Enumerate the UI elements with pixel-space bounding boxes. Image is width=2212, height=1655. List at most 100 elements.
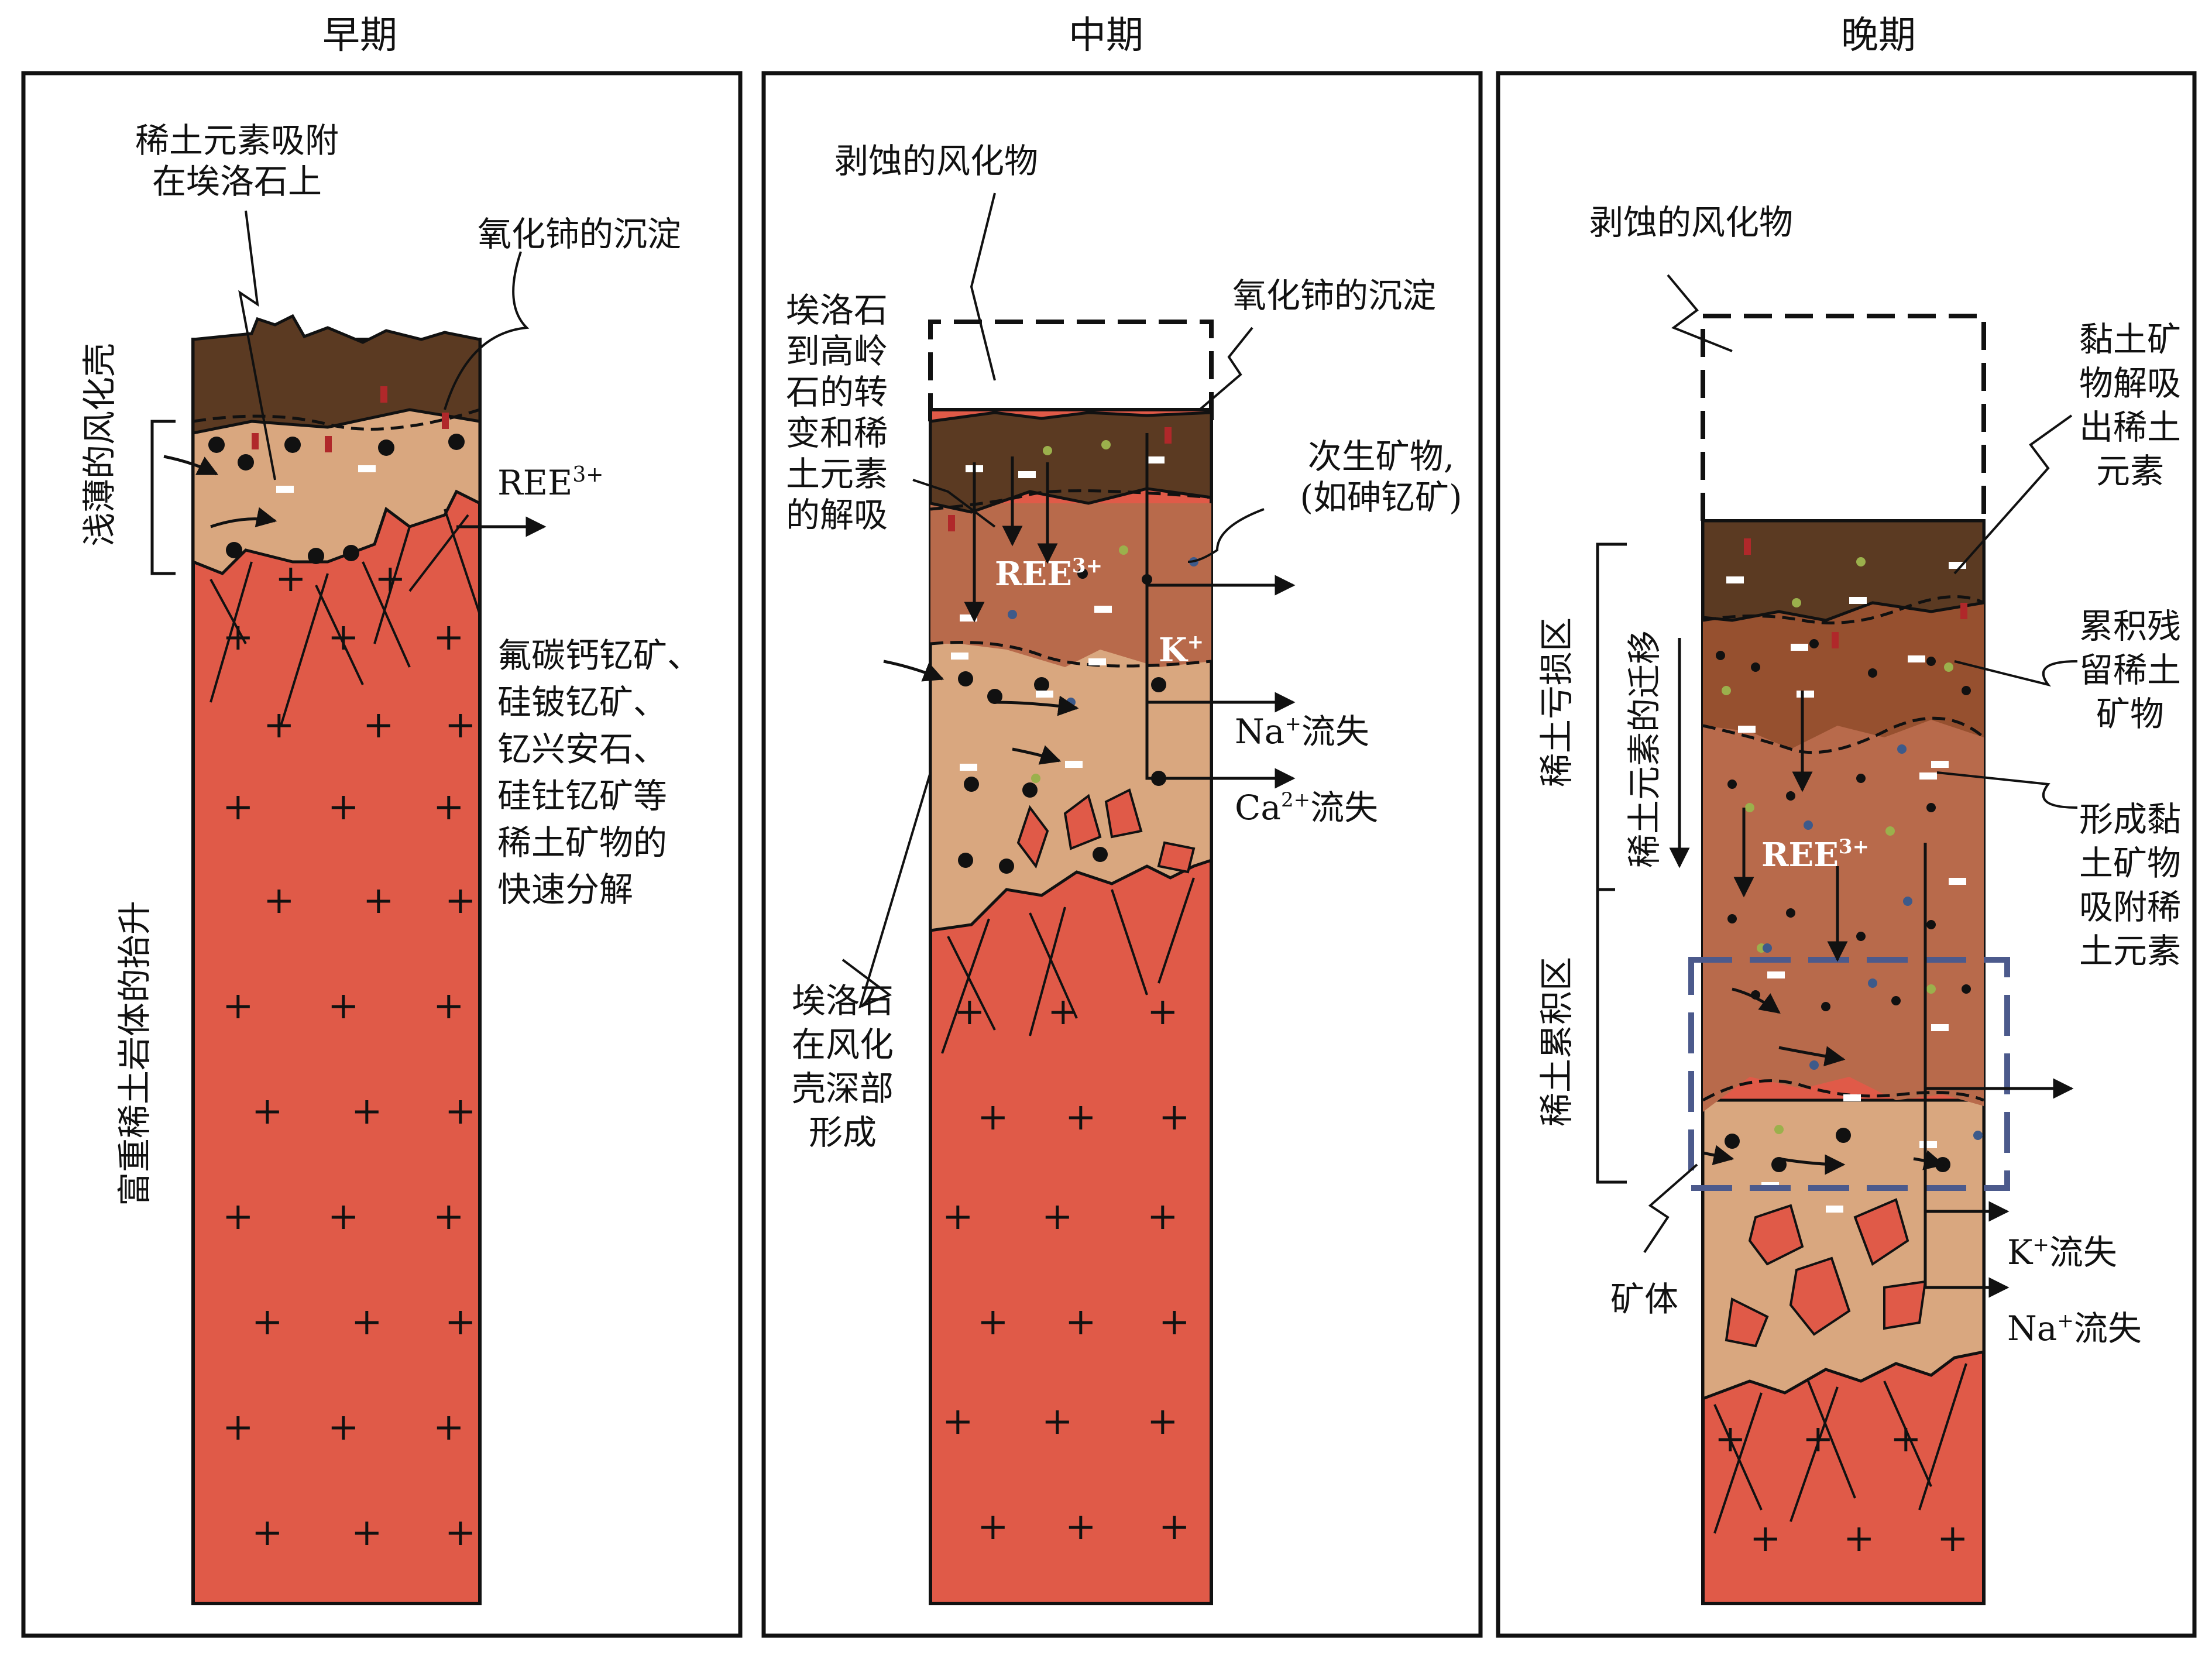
rock-clasts (1725, 1198, 1927, 1348)
panel-middle-title: 中期 (1069, 14, 1143, 57)
svg-text:+: + (433, 984, 465, 1028)
svg-text:+: + (363, 703, 394, 747)
svg-text:+: + (328, 616, 359, 659)
svg-text:元素: 元素 (2096, 451, 2164, 491)
svg-text:土元素: 土元素 (2079, 931, 2181, 971)
svg-text:物解吸: 物解吸 (2079, 363, 2181, 403)
svg-text:+: + (1147, 1400, 1179, 1443)
label-cerium-precipitation: 氧化铈的沉淀 (1232, 276, 1436, 315)
ree-flow-arrows (883, 433, 1296, 789)
label-orebody: 矿体 (1610, 1279, 1678, 1319)
svg-text:+: + (351, 1090, 383, 1133)
svg-text:+: + (433, 785, 465, 829)
svg-text:+: + (433, 616, 465, 659)
topsoil-crust (1701, 519, 1986, 622)
svg-text:+: + (445, 703, 476, 747)
svg-text:累积残: 累积残 (2079, 606, 2181, 646)
svg-text:+: + (275, 557, 307, 600)
svg-text:+: + (1042, 1195, 1073, 1238)
label-depletion-zone: 稀土亏损区 (1537, 617, 1576, 787)
label-accumulation-zone: 稀土累积区 (1537, 957, 1576, 1127)
svg-text:+: + (445, 1300, 476, 1344)
svg-text:出稀土: 出稀土 (2079, 407, 2181, 447)
svg-text:硅钍钇矿等: 硅钍钇矿等 (497, 776, 667, 816)
svg-text:石的转: 石的转 (786, 372, 888, 412)
svg-text:+: + (942, 1400, 974, 1443)
horizon-boundary (193, 408, 480, 431)
svg-text:矿物: 矿物 (2096, 694, 2164, 734)
topsoil-crust (191, 314, 482, 435)
label-shallow-crust: 浅薄的风化壳 (80, 343, 119, 547)
svg-text:+: + (977, 1505, 1009, 1548)
svg-text:+: + (1750, 1517, 1781, 1560)
svg-text:+: + (433, 1406, 465, 1449)
label-k: K+ (1159, 630, 1204, 669)
svg-text:+: + (351, 1511, 383, 1554)
label-mineral-decomposition: 氟碳钙钇矿、 硅铍钇矿、 钇兴安石、 硅钍钇矿等 稀土矿物的 快速分解 (497, 636, 701, 909)
svg-text:形成黏: 形成黏 (2079, 799, 2181, 839)
svg-text:埃洛石: 埃洛石 (786, 290, 888, 330)
mid-saprolite (930, 503, 1211, 667)
svg-text:+: + (1065, 1300, 1097, 1344)
label-adsorb-2: 在埃洛石上 (152, 162, 322, 201)
svg-text:+: + (375, 557, 406, 600)
svg-text:壳深部: 壳深部 (792, 1069, 894, 1108)
svg-text:到高岭: 到高岭 (786, 331, 888, 371)
svg-text:+: + (1159, 1300, 1190, 1344)
leader-lines (1643, 274, 2078, 1254)
label-clay-adsorb: 形成黏 土矿物 吸附稀 土元素 (2079, 799, 2181, 971)
ree-grains (1716, 538, 1983, 1213)
svg-text:+: + (252, 1300, 283, 1344)
label-residual-minerals: 累积残 留稀土 矿物 (2079, 606, 2181, 734)
svg-text:+: + (222, 1406, 254, 1449)
horizon-boundary-upper (930, 489, 1212, 511)
fracture-lines (941, 877, 1195, 1054)
weathered-saprolite (191, 408, 482, 575)
eroded-outline (1701, 314, 1986, 521)
svg-text:快速分解: 快速分解 (497, 870, 633, 909)
svg-text:在风化: 在风化 (792, 1025, 894, 1065)
svg-text:+: + (977, 1300, 1009, 1344)
svg-text:+: + (351, 1300, 383, 1344)
panel-early-title: 早期 (322, 14, 397, 57)
svg-text:+: + (1147, 990, 1179, 1033)
shallow-bracket (150, 420, 176, 575)
svg-text:留稀土: 留稀土 (2079, 650, 2181, 690)
fracture-lines (1713, 1363, 1967, 1534)
panel-early-frame (21, 71, 743, 1638)
svg-text:+: + (328, 1195, 359, 1238)
svg-text:土元素: 土元素 (786, 454, 888, 494)
lower-saprolite (1701, 1098, 1986, 1401)
svg-text:氟碳钙钇矿、: 氟碳钙钇矿、 (497, 636, 701, 675)
label-na-loss: Na+流失 (2007, 1309, 2142, 1348)
svg-text:+: + (222, 785, 254, 829)
svg-text:+: + (1715, 1417, 1746, 1461)
svg-text:+: + (263, 703, 295, 747)
ree-flow-arrows (1702, 691, 2074, 1298)
bedrock-plus-markers: ++ +++ +++ +++ +++ +++ +++ +++ +++ +++ +… (222, 557, 476, 1554)
label-ree: REE3+ (995, 554, 1102, 593)
label-ree-migration: 稀土元素的迁移 (1624, 630, 1664, 868)
panel-late-frame (1496, 71, 2197, 1638)
label-uplift: 富重稀土岩体的抬升 (115, 901, 154, 1206)
leader-lines (841, 193, 1265, 1009)
accumulation-box (1688, 957, 2010, 1191)
leader-lines (238, 210, 530, 480)
svg-text:稀土矿物的: 稀土矿物的 (497, 823, 667, 863)
svg-text:+: + (252, 1511, 283, 1554)
svg-text:+: + (328, 785, 359, 829)
svg-text:+: + (222, 984, 254, 1028)
svg-text:+: + (1147, 1195, 1179, 1238)
svg-text:变和稀: 变和稀 (786, 413, 888, 453)
ree-flow-arrows (163, 455, 547, 537)
svg-text:+: + (445, 1511, 476, 1554)
ree-grains (208, 386, 465, 564)
svg-text:+: + (1159, 1505, 1190, 1548)
label-halloysite-formation: 埃洛石 在风化 壳深部 形成 (792, 981, 894, 1152)
bedrock-plus-markers: +++ +++ +++ +++ +++ +++ (942, 990, 1190, 1548)
label-eroded-material: 剥蚀的风化物 (1589, 202, 1793, 242)
label-transform: 埃洛石 到高岭 石的转 变和稀 土元素 的解吸 (786, 290, 888, 535)
rock-clasts (1016, 788, 1196, 874)
eroded-outline (928, 320, 1214, 421)
